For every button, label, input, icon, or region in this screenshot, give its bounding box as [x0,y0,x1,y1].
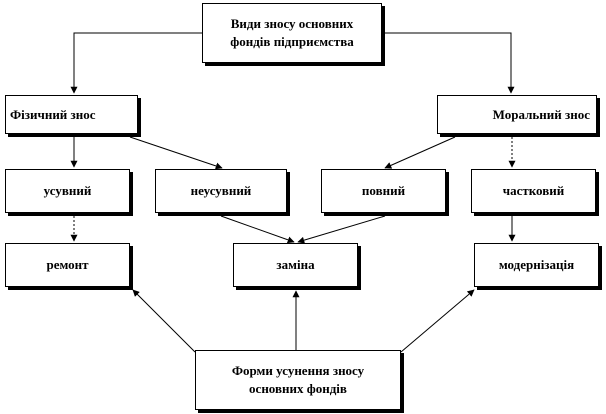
node-partial-label: частковий [502,183,565,198]
edge-root-to-moral [382,32,515,94]
node-modernization: модернізація [474,243,599,287]
edge-moral-to-povn [384,136,456,169]
node-modernization-label: модернізація [498,257,575,272]
node-partial: частковий [471,169,596,213]
edge-forms-to-remont [132,289,196,353]
edge-root-to-phys [70,32,202,94]
node-repair: ремонт [5,243,130,287]
node-removable-label: усувний [43,183,92,198]
node-replacement: заміна [233,243,358,287]
edge-phys-to-neusuv [129,136,223,170]
node-non-removable-label: неусувний [190,183,252,198]
node-wear-types: Види зносу основних фондів підприємства [202,3,382,63]
node-wear-elimination-forms-label: Форми усунення зносу основних фондів [231,363,365,396]
node-moral-wear: Моральний знос [437,95,597,134]
node-removable: усувний [5,169,130,213]
edge-povn-to-zamina [297,215,386,244]
node-non-removable: неусувний [155,169,287,213]
node-physical-wear-label: Фізичний знос [10,106,96,122]
edge-neusuv-to-zamina [220,215,295,244]
node-wear-types-label: Види зносу основних фондів підприємства [230,16,354,49]
node-physical-wear: Фізичний знос [5,95,138,134]
node-full: повний [321,169,446,213]
node-wear-elimination-forms: Форми усунення зносу основних фондів [195,350,401,410]
edge-forms-to-modern [400,289,475,353]
node-replacement-label: заміна [276,257,315,272]
node-moral-wear-label: Моральний знос [492,106,590,122]
node-repair-label: ремонт [46,257,89,272]
node-full-label: повний [361,183,406,198]
